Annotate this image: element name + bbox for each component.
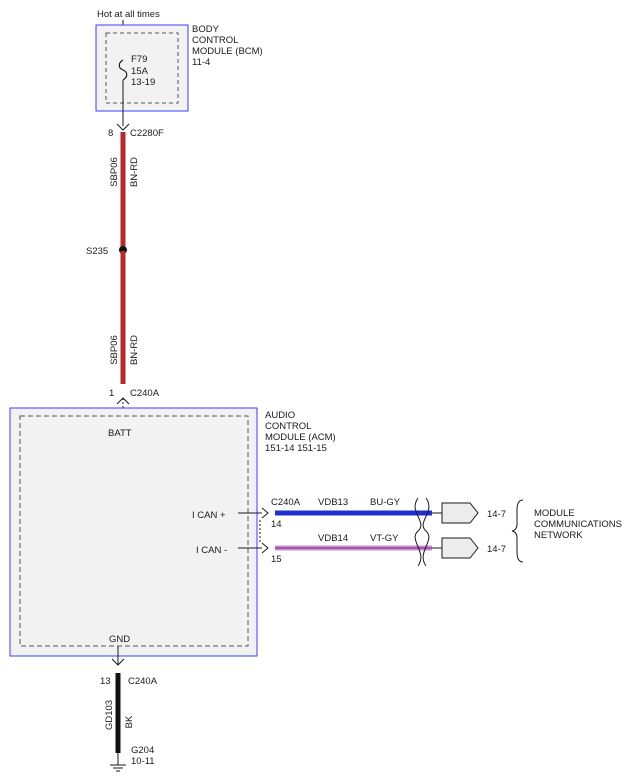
acm-page-reference: 151-14 151-15 — [265, 443, 327, 454]
can-minus-connector-icon — [261, 542, 269, 554]
c2280f-pin: 8 — [108, 128, 113, 139]
splice-name: S235 — [86, 246, 108, 257]
can-minus-circuit: VDB14 — [318, 533, 348, 544]
bcm-module-box — [95, 24, 189, 112]
bcm-name-line1: BODY — [192, 24, 220, 35]
can-plus-circuit: VDB13 — [318, 497, 348, 508]
fuse-id: F79 — [131, 54, 147, 65]
can-plus-connector: C240A — [271, 497, 301, 508]
bcm-name-line2: CONTROL — [192, 35, 238, 46]
ground-name: G204 — [131, 745, 154, 756]
fuse-reference: 13-19 — [131, 77, 155, 88]
wire-lower-color: BN-RD — [129, 335, 140, 365]
power-label: Hot at all times — [97, 9, 160, 20]
acm-pin-ican-plus: I CAN + — [192, 510, 226, 521]
acm-internal-boundary — [19, 415, 249, 647]
twisted-pair-icon — [414, 497, 422, 567]
bcm-name-line3: MODULE (BCM) — [192, 46, 263, 57]
ground-icon — [110, 764, 126, 772]
acm-pin-ican-minus: I CAN - — [196, 545, 227, 556]
c240a-bottom-name: C240A — [128, 676, 158, 687]
can-minus-pin: 15 — [271, 554, 282, 565]
network-name-line1: MODULE — [534, 508, 575, 519]
bcm-page-reference: 11-4 — [192, 57, 210, 68]
fuse-icon — [118, 59, 128, 81]
wire-ground-color: BK — [124, 715, 135, 728]
bcm-internal-boundary — [105, 32, 179, 104]
can-plus-pin: 14 — [271, 519, 282, 530]
c240a-top-name: C240A — [130, 388, 160, 399]
acm-name-line2: CONTROL — [265, 421, 311, 432]
network-name-line3: NETWORK — [534, 530, 583, 541]
can-plus-color: BU-GY — [370, 497, 401, 508]
wire-upper-circuit: SBP06 — [109, 157, 120, 187]
can-minus-color: VT-GY — [370, 533, 399, 544]
network-brace-icon — [511, 499, 524, 563]
acm-pin-gnd: GND — [109, 634, 130, 645]
can-plus-reference: 14-7 — [487, 509, 506, 520]
acm-name-line3: MODULE (ACM) — [265, 432, 336, 443]
c240a-bottom-pin: 13 — [100, 676, 111, 687]
wire-ground-circuit: GD103 — [104, 700, 115, 730]
c240a-bottom-connector-icon — [111, 658, 125, 666]
c240a-top-pin: 1 — [109, 388, 114, 399]
fuse-rating: 15A — [131, 66, 149, 77]
twisted-pair-icon-2 — [422, 497, 430, 567]
can-plus-connector-icon — [261, 507, 269, 519]
wire-upper-color: BN-RD — [129, 157, 140, 187]
wire-lower-circuit: SBP06 — [109, 335, 120, 365]
can-minus-reference-arrow-icon — [441, 537, 479, 559]
acm-module-box — [9, 407, 258, 657]
ground-reference: 10-11 — [131, 756, 155, 767]
c2280f-name: C2280F — [130, 128, 164, 139]
network-name-line2: COMMUNICATIONS — [534, 519, 622, 530]
acm-pin-batt: BATT — [108, 428, 132, 439]
c2280f-connector-icon — [116, 123, 130, 131]
can-plus-reference-arrow-icon — [441, 502, 479, 524]
acm-name-line1: AUDIO — [265, 410, 295, 421]
can-minus-reference: 14-7 — [487, 544, 506, 555]
